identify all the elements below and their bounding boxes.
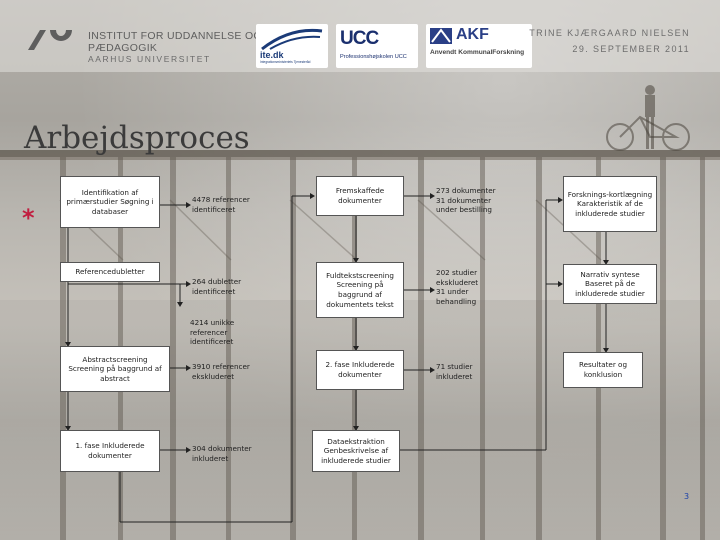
note-273-bestilling: 273 dokumenter 31 dokumenter under besti… [436, 186, 496, 215]
ite-logo: ite.dk Integrationsministeriets Tjeneste… [256, 24, 328, 68]
author-name: TRINE KJÆRGAARD NIELSEN [529, 28, 690, 38]
institution-name-line-2: PÆDAGOGIK [88, 42, 158, 54]
ucc-logo-tagline: Professionshøjskolen UCC [340, 54, 407, 60]
box-fremskaffede: Fremskaffede dokumenter [316, 176, 404, 216]
box-abstractscreening: Abstractscreening Screening på baggrund … [60, 346, 170, 392]
note-4214-unikke: 4214 unikke referencer identificeret [190, 318, 235, 347]
institution-name-line-1: INSTITUT FOR UDDANNELSE OG [88, 30, 262, 42]
ite-logo-tagline: Integrationsministeriets Tjenesteråd [260, 60, 311, 64]
aarhus-university-logo-icon [28, 30, 72, 50]
box-fase2: 2. fase Inkluderede dokumenter [316, 350, 404, 390]
box-narrativ-syntese: Narrativ syntese Baseret på de inkludere… [563, 264, 657, 304]
ite-logo-name: ite.dk [260, 50, 284, 60]
slide-title: Arbejdsproces [24, 120, 250, 156]
note-71-inkluderet: 71 studier inkluderet [436, 362, 473, 381]
ite-swoosh-icon [261, 28, 323, 51]
ucc-logo-name: UCC [340, 28, 379, 49]
akf-mark-icon [430, 28, 452, 44]
akf-logo-name: AKF [456, 26, 489, 43]
box-identifikation: Identifikation af primærstudier Søgning … [60, 176, 160, 228]
note-264-dubletter: 264 dubletter identificeret [192, 277, 242, 296]
note-202-ekskluderet: 202 studier ekskluderet 31 under behandl… [436, 268, 479, 306]
asterisk-marker: * [22, 204, 35, 232]
note-4478-identificeret: 4478 referencer identificeret [192, 195, 250, 214]
box-dataekstraktion: Dataekstraktion Genbeskrivelse af inklud… [312, 430, 400, 472]
page-number: 3 [684, 492, 690, 501]
note-304-inkluderet: 304 dokumenter inkluderet [192, 444, 252, 463]
box-resultater: Resultater og konklusion [563, 352, 643, 388]
box-referencedubletter: Referencedubletter [60, 262, 160, 282]
box-forskningskortlaegning: Forsknings-kortlægning Karakteristik af … [563, 176, 657, 232]
university-name: AARHUS UNIVERSITET [88, 54, 211, 64]
ucc-logo: UCC Professionshøjskolen UCC [336, 24, 418, 68]
akf-logo: AKF Anvendt KommunalForskning [426, 24, 532, 68]
akf-logo-tagline: Anvendt KommunalForskning [430, 49, 525, 56]
box-fase1: 1. fase Inkluderede dokumenter [60, 430, 160, 472]
note-3910-ekskluderet: 3910 referencer ekskluderet [192, 362, 250, 381]
presentation-date: 29. SEPTEMBER 2011 [572, 44, 690, 54]
box-fuldtekst: Fuldtekstscreening Screening på baggrund… [316, 262, 404, 318]
